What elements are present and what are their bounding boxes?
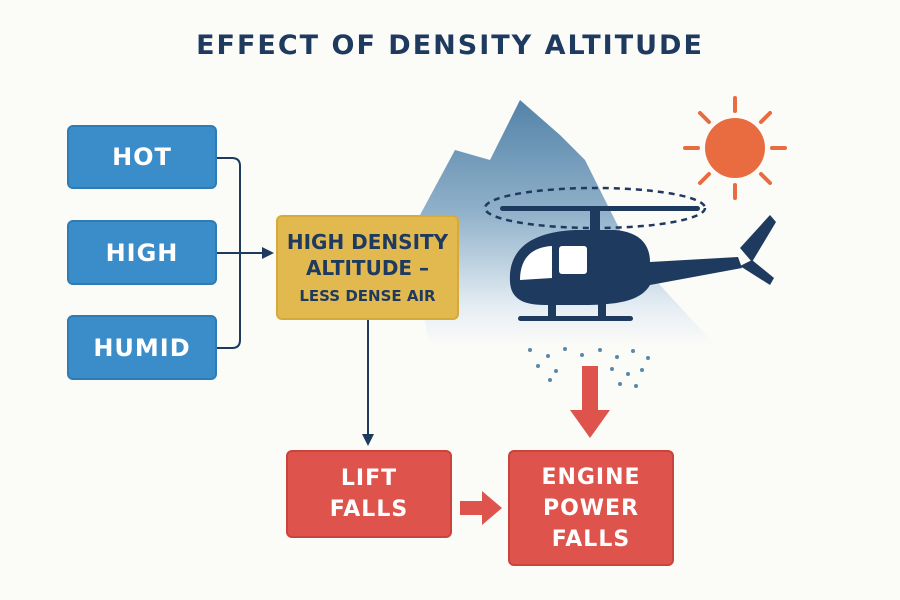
downwash-dots [528,347,650,388]
input-box-high: HIGH [67,220,217,285]
input-connectors [217,157,262,349]
lift-line-2: FALLS [329,497,409,522]
page-title: EFFECT OF DENSITY ALTITUDE [196,30,704,61]
engine-line-3: FALLS [551,526,631,552]
input-box-hot: HOT [67,125,217,189]
center-to-lift-arrowhead [362,434,374,446]
connector-arrowhead [262,247,274,259]
input-label: HOT [112,143,172,171]
output-box-lift-falls: LIFT FALLS [286,450,452,538]
output-box-engine-power-falls: ENGINE POWER FALLS [508,450,674,566]
right-arrow-icon [460,491,502,525]
engine-line-1: ENGINE [541,464,641,490]
input-box-humid: HUMID [67,315,217,380]
center-line-1: HIGH DENSITY [286,229,449,254]
input-label: HUMID [93,333,191,362]
input-label: HIGH [105,238,179,267]
down-arrow-icon [570,366,610,438]
lift-line-1: LIFT [340,466,398,491]
center-box-high-density-altitude: HIGH DENSITY ALTITUDE – LESS DENSE AIR [276,215,459,320]
sun-icon [683,96,787,200]
center-line-2: ALTITUDE – [305,255,430,280]
engine-line-2: POWER [542,495,640,521]
helicopter-icon [483,186,776,321]
center-line-3: LESS DENSE AIR [299,286,436,305]
